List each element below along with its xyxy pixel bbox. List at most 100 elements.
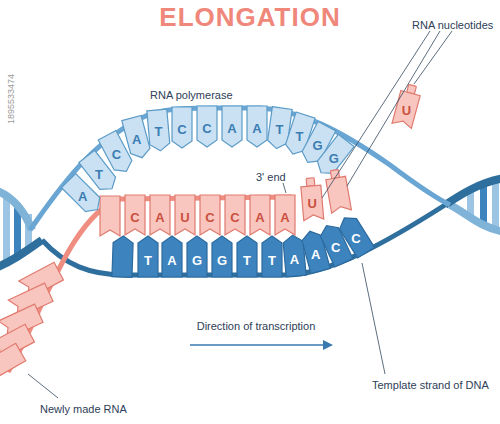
arrow-shaft xyxy=(190,344,325,346)
rna-base xyxy=(275,195,295,235)
base-letter: T xyxy=(243,254,251,267)
leader-line xyxy=(347,31,440,186)
rna-nucleotide xyxy=(324,168,351,213)
dna-base xyxy=(336,213,375,258)
base-letter: T xyxy=(95,168,103,181)
base-letter-holder: T xyxy=(295,128,303,144)
base-letter: C xyxy=(351,232,360,245)
base-letter-holder: G xyxy=(329,150,339,166)
base-letter-holder: C xyxy=(205,209,214,225)
base-letter: C xyxy=(230,211,239,224)
base-letter: T xyxy=(155,125,163,138)
coding-strand xyxy=(30,106,450,230)
base-letter: A xyxy=(255,211,264,224)
base-letter: G xyxy=(312,139,322,152)
leader-line xyxy=(414,31,452,84)
base-letter-holder: A xyxy=(280,209,289,225)
base-letter-holder: C xyxy=(331,239,340,255)
base-letter: A xyxy=(155,211,164,224)
base-letter-holder: T xyxy=(144,252,152,268)
leader-line xyxy=(322,31,430,198)
base-letter: T xyxy=(276,123,284,136)
base-letter: T xyxy=(295,130,303,143)
base-letter: C xyxy=(112,148,121,161)
base-letter: A xyxy=(227,122,236,135)
base-letter: G xyxy=(329,152,339,165)
free-nucleotides xyxy=(300,83,422,221)
callout-label: Template strand of DNA xyxy=(372,380,489,391)
base-letter: C xyxy=(331,241,340,254)
base-letter: U xyxy=(180,211,189,224)
dna-strand xyxy=(445,178,500,205)
callout-label-holder: RNA nucleotides xyxy=(412,16,493,32)
base-letter-holder: C xyxy=(351,230,360,246)
enzyme-shape xyxy=(60,38,475,410)
base-letter-holder: T xyxy=(155,123,163,139)
rna-base xyxy=(125,195,145,235)
enzyme-label: RNA polymerase xyxy=(150,90,233,101)
dna-base xyxy=(262,236,282,277)
base-letter: C xyxy=(202,122,211,135)
dna-strand xyxy=(450,205,500,232)
enzyme-outline xyxy=(66,42,469,402)
base-letter-holder: A xyxy=(311,246,320,262)
dna-base xyxy=(237,236,257,277)
base-letter-holder: T xyxy=(95,166,103,182)
callout-label-holder: 3' end xyxy=(256,168,286,184)
base-letter-holder: C xyxy=(202,120,211,136)
base-letter-holder: C xyxy=(130,209,139,225)
direction-label: Direction of transcription xyxy=(197,321,316,332)
dna-helix-right xyxy=(445,178,500,232)
enzyme-blob: RNA polymerase xyxy=(60,38,475,410)
base-letter-holder: C xyxy=(230,209,239,225)
dna-strand xyxy=(0,190,32,230)
rna-nucleotide xyxy=(300,177,324,221)
dna-base xyxy=(247,106,267,147)
base-letter: U xyxy=(402,104,411,117)
base-letter-holder: A xyxy=(78,188,87,204)
title-holder: ELONGATION xyxy=(159,4,340,30)
base-letter-holder: G xyxy=(217,252,227,268)
base-letter: T xyxy=(144,254,152,267)
base-letter: A xyxy=(252,122,261,135)
base-letter: C xyxy=(177,123,186,136)
base-letter: A xyxy=(280,211,289,224)
base-letter: A xyxy=(290,253,299,266)
base-pair xyxy=(492,182,499,229)
rna-base xyxy=(250,195,270,235)
leader-line xyxy=(28,374,58,398)
direction-arrow xyxy=(190,340,333,350)
base-letter-holder: A xyxy=(167,252,176,268)
dna-base xyxy=(138,236,158,277)
base-letter-holder: A xyxy=(252,120,261,136)
base-letter-holder: U xyxy=(180,209,189,225)
base-letter-holder: A xyxy=(255,209,264,225)
rna-base xyxy=(175,195,195,235)
dna-helix-left xyxy=(0,190,42,268)
base-letter-holder: T xyxy=(276,121,284,137)
base-letter-holder: G xyxy=(192,252,202,268)
base-letter: A xyxy=(78,190,87,203)
rna-base xyxy=(150,195,170,235)
base-letter-holder: A xyxy=(155,209,164,225)
base-letter-holder: U xyxy=(402,102,411,118)
callout-label: Newly made RNA xyxy=(40,404,127,415)
base-letter: A xyxy=(311,248,320,261)
base-letter: C xyxy=(205,211,214,224)
rna-base xyxy=(200,195,220,235)
arrow-head xyxy=(323,340,333,350)
callout-label: RNA nucleotides xyxy=(412,20,493,31)
rna-base xyxy=(225,195,245,235)
base-letter: G xyxy=(217,254,227,267)
rna-strand xyxy=(0,195,295,381)
callout-label-holder: Newly made RNA xyxy=(40,400,127,416)
leader-line xyxy=(362,263,385,374)
base-letter-holder: A xyxy=(132,131,141,147)
dna-base xyxy=(212,236,232,277)
base-letter-holder: C xyxy=(177,121,186,137)
dna-base xyxy=(147,109,170,152)
base-letter: C xyxy=(130,211,139,224)
callout-label-holder: Template strand of DNA xyxy=(372,376,489,392)
